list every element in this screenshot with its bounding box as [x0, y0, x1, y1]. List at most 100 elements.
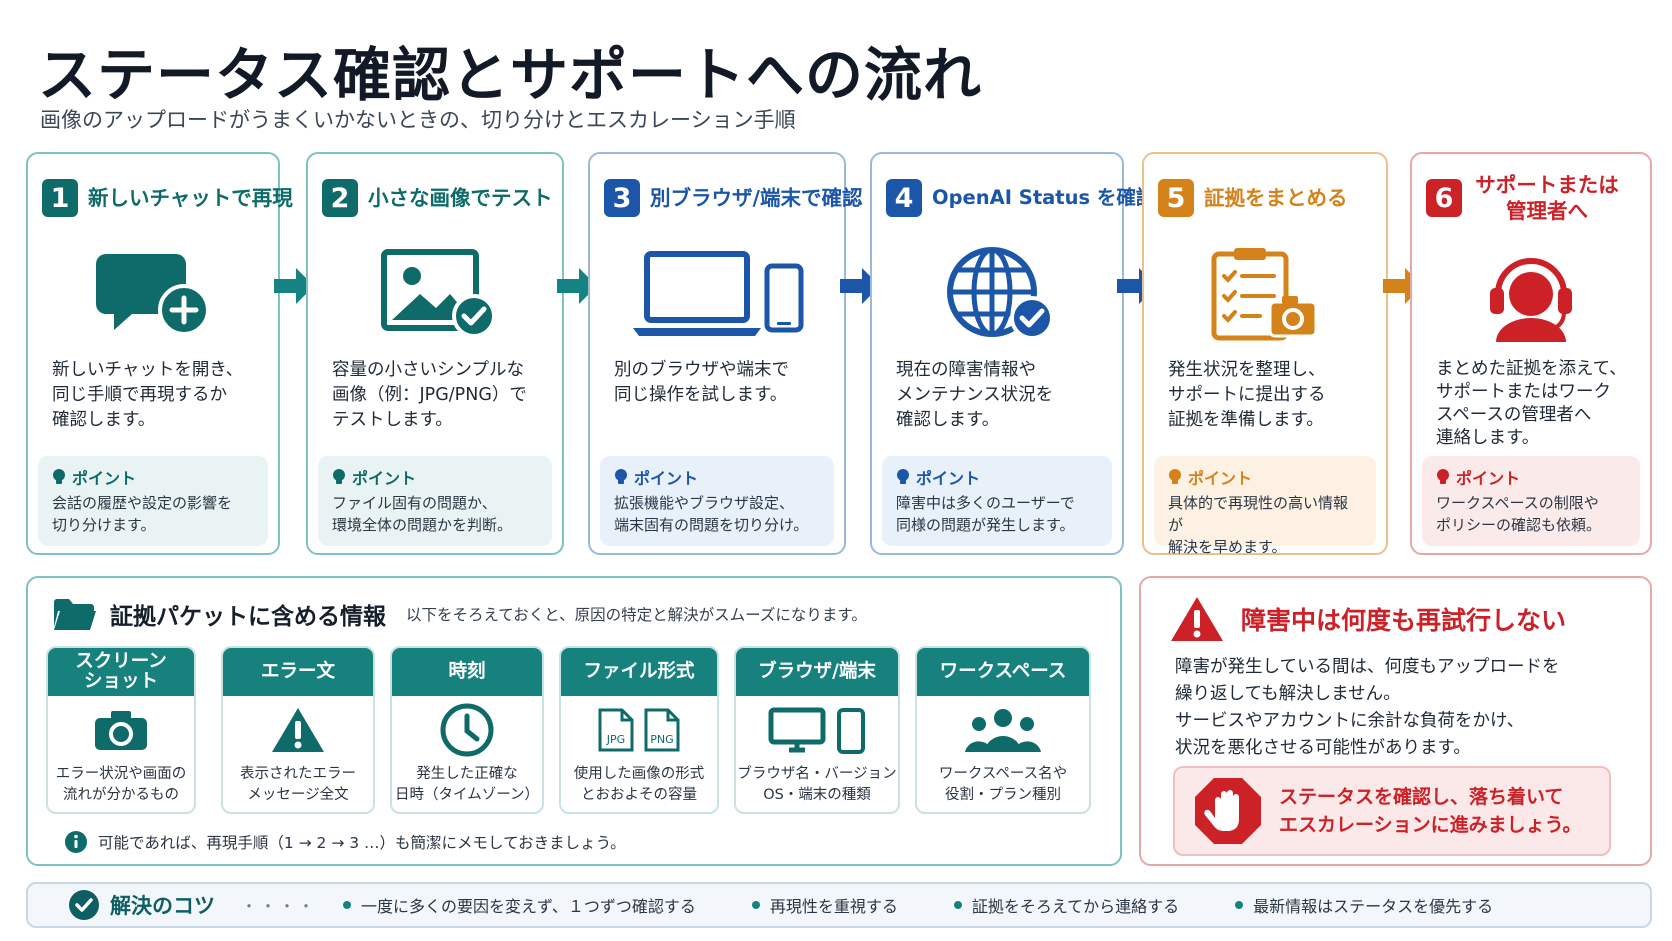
tip-text: 証拠をそろえてから連絡する — [971, 897, 1180, 916]
point-box: ポイント ワークスペースの制限や ポリシーの確認も依頼。 — [1422, 456, 1640, 546]
info-icon — [65, 831, 87, 853]
bullet-icon — [1235, 901, 1244, 909]
team-icon — [917, 696, 1089, 764]
point-label: ポイント — [1436, 466, 1626, 488]
check-circle-icon — [69, 890, 99, 920]
evidence-card-error-text: エラー文 表示されたエラー メッセージ全文 — [221, 646, 375, 814]
point-box: ポイント ファイル固有の問題か、 環境全体の問題かを判断。 — [318, 456, 552, 546]
globe-check-icon — [872, 234, 1122, 354]
step-title: 新しいチャットで再現 — [88, 186, 293, 210]
step-description: まとめた証拠を添えて、 サポートまたはワーク スペースの管理者へ 連絡します。 — [1436, 359, 1627, 448]
lightbulb-icon — [333, 469, 345, 484]
warning-header: 障害中は何度も再試行しない — [1169, 594, 1566, 644]
tip-text: 最新情報はステータスを優先する — [1253, 897, 1494, 916]
point-label-text: ポイント — [916, 469, 981, 488]
warning-callout-text: ステータスを確認し、落ち着いて エスカレーションに進みましょう。 — [1279, 786, 1582, 836]
step-title: 小さな画像でテスト — [368, 186, 553, 210]
evidence-header: 証拠パケットに含める情報 以下をそろえておくと、原因の特定と解決がスムーズになり… — [52, 596, 867, 632]
bullet-icon — [751, 901, 760, 909]
point-box: ポイント 障害中は多くのユーザーで 同様の問題が発生します。 — [882, 456, 1112, 546]
tip-item: 再現性を重視する — [751, 893, 898, 917]
point-label-text: ポイント — [634, 469, 699, 488]
evidence-card-title: スクリーン ショット — [48, 648, 194, 696]
png-file-icon: PNG — [644, 708, 680, 752]
step-card-4: 4 OpenAI Status を確認 現在の障害情報や メンテナンス状況を 確… — [870, 152, 1155, 555]
chat-plus-icon — [28, 234, 278, 354]
point-text: 障害中は多くのユーザーで 同様の問題が発生します。 — [896, 494, 1075, 534]
point-text: 会話の履歴や設定の影響を 切り分けます。 — [52, 494, 233, 534]
step-number: 5 — [1158, 179, 1194, 217]
step-title: 証拠をまとめる — [1204, 186, 1348, 210]
laptop-phone-icon — [590, 234, 844, 354]
png-badge: PNG — [650, 733, 673, 746]
evidence-card-title: エラー文 — [223, 648, 373, 696]
bullet-icon — [953, 901, 962, 909]
evidence-card-text: 発生した正確な 日時（タイムゾーン） — [395, 766, 539, 803]
tips-title: 解決のコツ — [110, 894, 215, 918]
step-description: 別のブラウザや端末で 同じ操作を試します。 — [614, 360, 789, 405]
evidence-card-text: ブラウザ名・バージョン OS・端末の種類 — [737, 766, 897, 803]
evidence-card-time: 時刻 発生した正確な 日時（タイムゾーン） — [390, 646, 544, 814]
clock-icon — [392, 696, 542, 764]
jpg-badge: JPG — [606, 733, 625, 746]
step-card-2: 2 小さな画像でテスト 容量の小さいシンプルな 画像（例：JPG/PNG）で テ… — [306, 152, 564, 555]
bullet-icon — [343, 901, 352, 909]
clipboard-camera-icon — [1144, 234, 1386, 354]
arrow-right-icon — [274, 268, 314, 304]
point-label-text: ポイント — [1456, 469, 1521, 488]
warning-triangle-icon — [223, 696, 373, 764]
lightbulb-icon — [53, 469, 65, 484]
step-description: 容量の小さいシンプルな 画像（例：JPG/PNG）で テストします。 — [332, 360, 527, 430]
evidence-card-text: ワークスペース名や 役割・プラン種別 — [938, 766, 1068, 803]
step-title: サポートまたは管理者へ — [1475, 173, 1619, 223]
evidence-card-text: 使用した画像の形式 とおおよその容量 — [573, 766, 705, 803]
step-number: 1 — [42, 179, 78, 217]
step-description: 新しいチャットを開き、 同じ手順で再現するか 確認します。 — [52, 360, 244, 430]
point-label: ポイント — [332, 466, 538, 488]
point-label: ポイント — [52, 466, 254, 488]
evidence-subtitle: 以下をそろえておくと、原因の特定と解決がスムーズになります。 — [406, 606, 867, 624]
point-text: ワークスペースの制限や ポリシーの確認も依頼。 — [1436, 494, 1602, 534]
step-title: 別ブラウザ/端末で確認 — [650, 186, 863, 210]
tip-text: 再現性を重視する — [769, 897, 898, 916]
lightbulb-icon — [897, 469, 909, 484]
tips-separator: ・・・・ — [241, 897, 318, 916]
lightbulb-icon — [1437, 469, 1449, 484]
evidence-card-title: ブラウザ/端末 — [736, 648, 898, 696]
step-card-1: 1 新しいチャットで再現 新しいチャットを開き、 同じ手順で再現するか 確認しま… — [26, 152, 293, 555]
warning-body: 障害が発生している間は、何度もアップロードを 繰り返しても解決しません。 サービ… — [1175, 657, 1560, 758]
point-box: ポイント 具体的で再現性の高い情報が 解決を早めます。 — [1154, 456, 1376, 556]
arrow-right-icon — [557, 268, 597, 304]
step-header: 2 小さな画像でテスト — [322, 176, 554, 220]
step-header: 5 証拠をまとめる — [1158, 176, 1378, 220]
page-subtitle: 画像のアップロードがうまくいかないときの、切り分けとエスカレーション手順 — [40, 108, 796, 132]
point-label-text: ポイント — [352, 469, 417, 488]
warning-triangle-icon — [1171, 597, 1223, 641]
point-label-text: ポイント — [1188, 469, 1253, 488]
tip-item: 一度に多くの要因を変えず、１つずつ確認する — [343, 893, 696, 917]
step-number: 4 — [886, 179, 922, 217]
evidence-card-text: 表示されたエラー メッセージ全文 — [240, 766, 356, 803]
step-number: 6 — [1426, 179, 1462, 217]
warning-title: 障害中は何度も再試行しない — [1241, 606, 1567, 635]
step-description: 現在の障害情報や メンテナンス状況を 確認します。 — [896, 360, 1054, 430]
step-description: 発生状況を整理し、 サポートに提出する 証拠を準備します。 — [1168, 360, 1326, 430]
lightbulb-icon — [1169, 469, 1181, 484]
stop-hand-icon — [1195, 778, 1261, 844]
step-number: 3 — [604, 179, 640, 217]
evidence-note-text: 可能であれば、再現手順（1 → 2 → 3 …）も簡潔にメモしておきましょう。 — [98, 834, 626, 852]
evidence-card-title: 時刻 — [392, 648, 542, 696]
step-header: 6 サポートまたは管理者へ — [1426, 173, 1642, 223]
tip-text: 一度に多くの要因を変えず、１つずつ確認する — [361, 897, 696, 916]
evidence-card-text: エラー状況や画面の 流れが分かるもの — [55, 766, 187, 803]
warning-callout: ステータスを確認し、落ち着いて エスカレーションに進みましょう。 — [1173, 766, 1611, 856]
step-header: 3 別ブラウザ/端末で確認 — [604, 176, 863, 220]
image-check-icon — [308, 234, 562, 354]
tip-item: 最新情報はステータスを優先する — [1235, 893, 1493, 917]
point-text: 拡張機能やブラウザ設定、 端末固有の問題を切り分け。 — [614, 494, 809, 534]
support-headset-icon — [1412, 234, 1650, 354]
point-label: ポイント — [1168, 466, 1362, 488]
tip-item: 証拠をそろえてから連絡する — [953, 893, 1180, 917]
camera-icon — [48, 696, 194, 764]
step-header: 1 新しいチャットで再現 — [42, 176, 293, 220]
